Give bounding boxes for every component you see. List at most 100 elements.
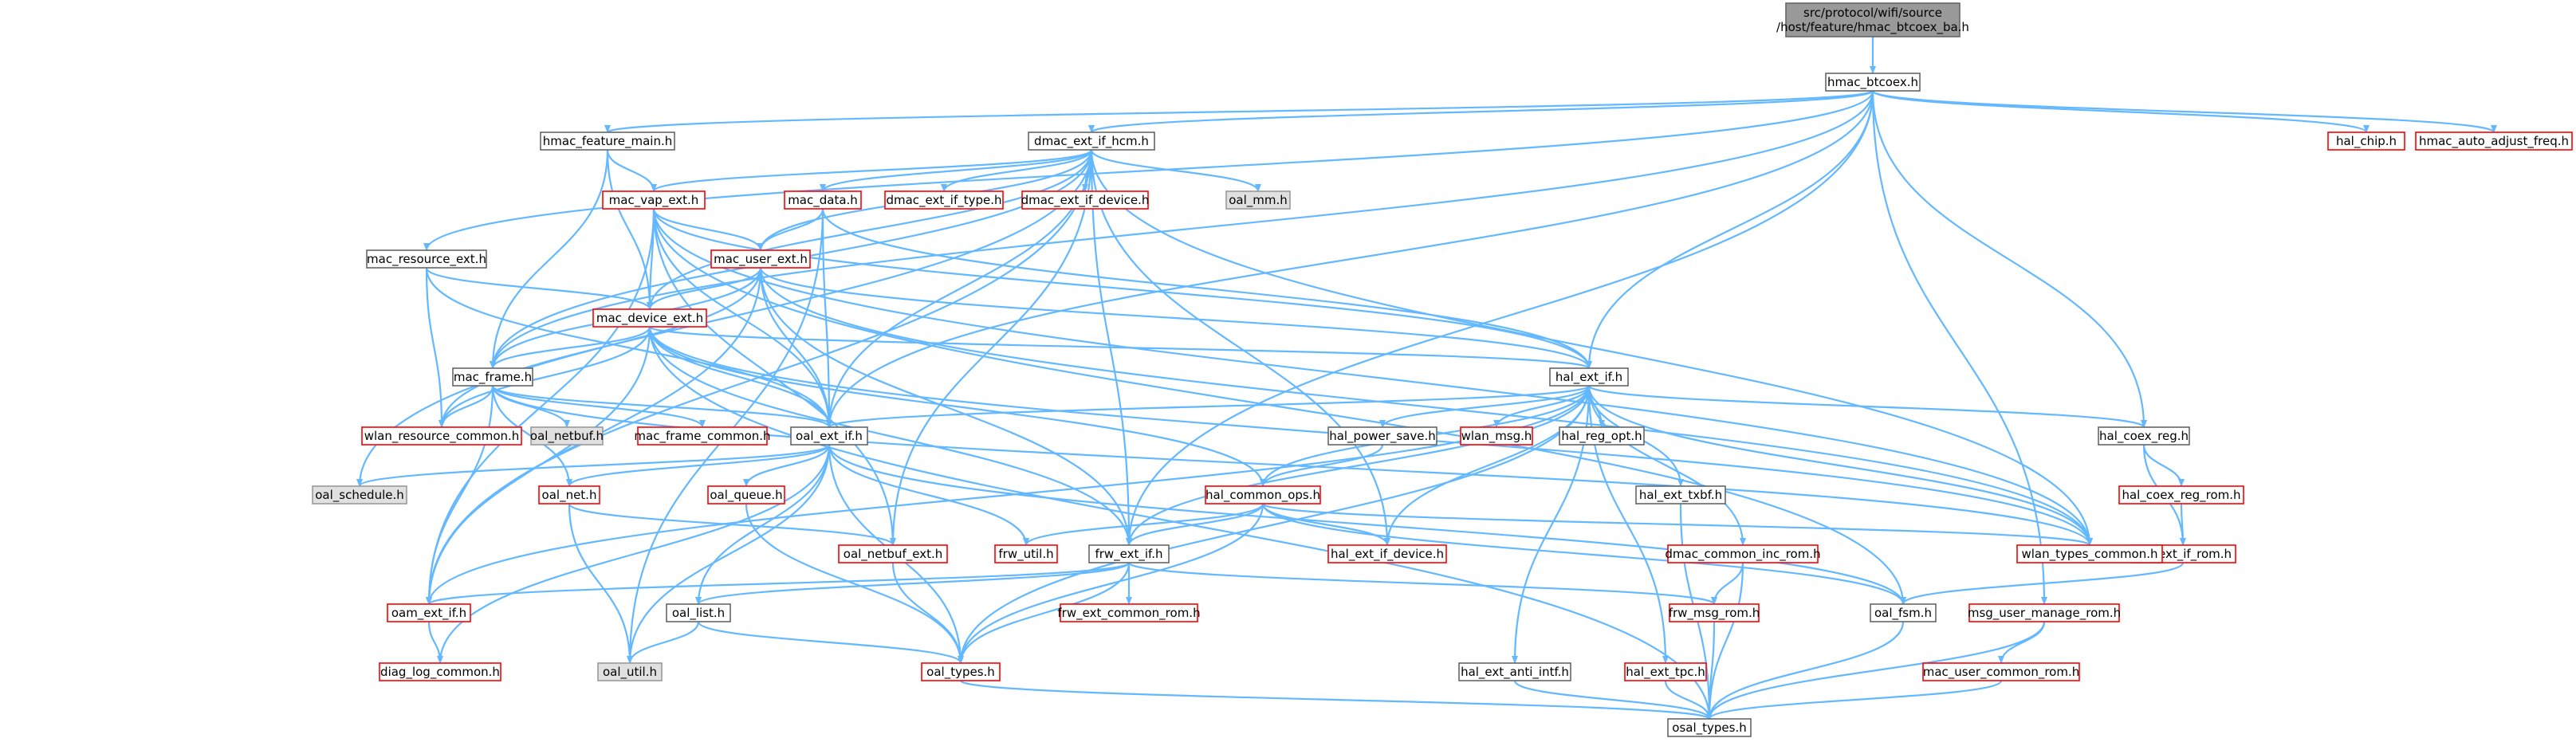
node-hal-coex-reg[interactable]: hal_coex_reg.h: [2098, 426, 2190, 446]
node-mac-frame[interactable]: mac_frame.h: [452, 367, 533, 387]
node-wlan-msg[interactable]: wlan_msg.h: [1460, 426, 1533, 446]
edge-hal_common_ops-to-oal_types: [958, 503, 1264, 664]
edge-oal_list-to-oal_util: [627, 621, 700, 664]
node-mac-user-ext[interactable]: mac_user_ext.h: [710, 249, 811, 269]
node-hmac-btcoex[interactable]: hmac_btcoex.h: [1825, 73, 1921, 92]
node-label: dmac_ext_if_type.h: [886, 193, 1001, 208]
node-hal-ext-txbf[interactable]: hal_ext_txbf.h: [1635, 485, 1726, 504]
node-frw-msg-rom[interactable]: frw_msg_rom.h: [1669, 603, 1760, 622]
node-frw-ext-common-rom[interactable]: frw_ext_common_rom.h: [1057, 603, 1201, 622]
node-label: hal_ext_if_device.h: [1331, 547, 1444, 562]
edge-oal_ext_if-to-frw_util: [828, 444, 1029, 546]
node-hal-ext-if-device[interactable]: hal_ext_if_device.h: [1327, 544, 1447, 563]
edge-hal_power_save-to-hal_common_ops: [1260, 444, 1384, 487]
node-label: hal_ext_if.h: [1555, 370, 1622, 385]
node-wlan-resource-common[interactable]: wlan_resource_common.h: [361, 426, 522, 446]
node-hal-ext-tpc[interactable]: hal_ext_tpc.h: [1624, 662, 1707, 681]
edge-hmac_feature_main-to-mac_vap_ext: [606, 149, 657, 192]
edge-mac_resource_ext-to-mac_device_ext: [425, 267, 653, 310]
edge-hmac_feature_main-to-mac_frame: [490, 149, 609, 369]
node-oal-schedule[interactable]: oal_schedule.h: [312, 485, 407, 504]
node-label: frw_util.h: [998, 547, 1053, 562]
node-label: dmac_common_inc_rom.h: [1665, 547, 1820, 562]
edge-mac_data-to-hal_ext_if: [821, 208, 1592, 369]
edge-oal_ext_if-to-oal_queue: [743, 444, 831, 487]
edge-oal_queue-to-oal_types: [745, 503, 964, 664]
node-oam-ext-if[interactable]: oam_ext_if.h: [387, 603, 471, 622]
node-frw-ext-if[interactable]: frw_ext_if.h: [1088, 544, 1170, 563]
node-oal-netbuf[interactable]: oal_netbuf.h: [530, 426, 604, 446]
node-dmac-ext-if-device[interactable]: dmac_ext_if_device.h: [1021, 190, 1150, 210]
edge-dmac_ext_if_hcm-to-mac_data: [820, 149, 1093, 192]
node-diag-log-common[interactable]: diag_log_common.h: [379, 662, 501, 681]
edge-oal_net-to-oal_netbuf_ext: [568, 503, 896, 546]
node-root[interactable]: src/protocol/wifi/source/host/feature/hm…: [1776, 2, 1969, 37]
node-label: wlan_resource_common.h: [364, 429, 520, 444]
edge-dmac_ext_if_hcm-to-dmac_ext_if_type: [941, 149, 1093, 192]
edge-hal_ext_if-to-hal_power_save: [1379, 385, 1591, 428]
node-mac-frame-common[interactable]: mac_frame_common.h: [634, 426, 771, 446]
node-label: mac_device_ext.h: [596, 311, 703, 326]
node-mac-data[interactable]: mac_data.h: [784, 190, 862, 210]
node-oal-types[interactable]: oal_types.h: [921, 662, 1001, 681]
node-oal-util[interactable]: oal_util.h: [597, 662, 663, 681]
node-oal-ext-if[interactable]: oal_ext_if.h: [790, 426, 868, 446]
node-oal-net[interactable]: oal_net.h: [538, 485, 600, 504]
edge-mac_vap_ext-to-mac_user_ext: [652, 208, 764, 251]
node-oal-mm[interactable]: oal_mm.h: [1225, 190, 1291, 210]
edge-hmac_btcoex-to-dmac_ext_if_hcm: [1088, 89, 1874, 134]
node-label: oal_mm.h: [1229, 193, 1288, 208]
node-hmac-feature-main[interactable]: hmac_feature_main.h: [540, 132, 675, 151]
edge-mac_vap_ext-to-hal_ext_if: [652, 208, 1592, 369]
node-mac-vap-ext[interactable]: mac_vap_ext.h: [602, 190, 706, 210]
node-hal-ext-anti-intf[interactable]: hal_ext_anti_intf.h: [1458, 662, 1571, 681]
node-dmac-ext-if-hcm[interactable]: dmac_ext_if_hcm.h: [1028, 132, 1155, 151]
edge-hmac_btcoex-to-hal_ext_if: [1586, 90, 1874, 369]
node-hal-ext-if[interactable]: hal_ext_if.h: [1549, 367, 1629, 387]
node-label: diag_log_common.h: [380, 665, 500, 680]
node-msg-user-manage-rom[interactable]: msg_user_manage_rom.h: [1968, 603, 2121, 622]
edge-hal_common_ops-to-oal_fsm: [1261, 503, 1906, 605]
node-osal-types[interactable]: osal_types.h: [1667, 718, 1752, 737]
node-mac-user-common-rom[interactable]: mac_user_common_rom.h: [1922, 662, 2080, 681]
node-label: frw_ext_if.h: [1095, 547, 1162, 562]
node-label: mac_user_ext.h: [714, 252, 808, 267]
edge-hal_ext_if-to-oal_types: [958, 385, 1591, 664]
edge-dmac_ext_if_hcm-to-hal_ext_if_device: [1090, 149, 1390, 546]
node-dmac-common-inc-rom[interactable]: dmac_common_inc_rom.h: [1665, 544, 1821, 563]
node-hal-chip[interactable]: hal_chip.h: [2327, 132, 2405, 151]
edge-mac_user_ext-to-wlan_types_common: [759, 267, 2093, 546]
node-frw-util[interactable]: frw_util.h: [994, 544, 1058, 563]
node-hal-power-save[interactable]: hal_power_save.h: [1327, 426, 1437, 446]
edge-hal_ext_if-to-wlan_types_common: [1587, 385, 2093, 546]
node-label: frw_ext_common_rom.h: [1057, 606, 1200, 621]
edge-dmac_ext_if_hcm-to-oal_schedule: [356, 149, 1093, 487]
edge-mac_user_common_rom-to-osal_types: [1706, 680, 2003, 720]
node-oal-fsm[interactable]: oal_fsm.h: [1870, 603, 1937, 622]
node-oal-list[interactable]: oal_list.h: [666, 603, 731, 622]
node-mac-resource-ext[interactable]: mac_resource_ext.h: [366, 249, 487, 269]
node-dmac-ext-if-type[interactable]: dmac_ext_if_type.h: [884, 190, 1004, 210]
edge-oal_ext_if-to-oal_schedule: [356, 443, 831, 488]
edge-mac_device_ext-to-osal_types: [648, 326, 1713, 720]
node-label: hal_chip.h: [2336, 134, 2397, 149]
node-hal-common-ops[interactable]: hal_common_ops.h: [1205, 485, 1321, 504]
edge-mac_device_ext-to-hal_ext_if: [648, 325, 1592, 370]
node-label: hal_common_ops.h: [1205, 488, 1320, 503]
node-wlan-types-common[interactable]: wlan_types_common.h: [2016, 544, 2163, 563]
edge-frw_ext_if-to-oal_types: [958, 562, 1131, 664]
node-label: oal_schedule.h: [315, 488, 404, 503]
edge-mac_vap_ext-to-wlan_types_common: [652, 208, 2093, 546]
edge-mac_user_ext-to-wlan_resource_common: [439, 267, 762, 428]
node-hal-reg-opt[interactable]: hal_reg_opt.h: [1559, 426, 1645, 446]
node-oal-queue[interactable]: oal_queue.h: [707, 485, 785, 504]
node-hmac-auto-adjust-freq[interactable]: hmac_auto_adjust_freq.h: [2415, 132, 2573, 151]
node-mac-device-ext[interactable]: mac_device_ext.h: [592, 308, 707, 328]
node-hal-coex-reg-rom[interactable]: hal_coex_reg_rom.h: [2118, 485, 2244, 504]
node-oal-netbuf-ext[interactable]: oal_netbuf_ext.h: [838, 544, 948, 563]
edge-hmac_btcoex-to-mac_frame: [490, 90, 1874, 369]
header-file-nodes: src/protocol/wifi/source/host/feature/hm…: [312, 2, 2573, 737]
edge-mac_data-to-oal_ext_if: [821, 208, 832, 428]
edge-hal_ext_if-to-oal_ext_if: [826, 384, 1591, 429]
edge-mac_resource_ext-to-wlan_resource_common: [425, 267, 445, 428]
